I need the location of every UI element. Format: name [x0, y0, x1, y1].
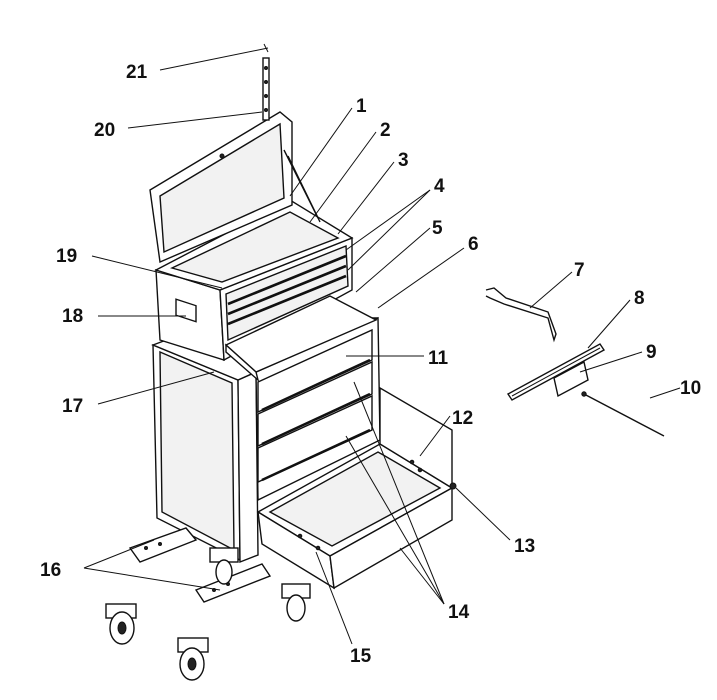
- callout-17: 17: [62, 396, 83, 417]
- open-bottom-drawer: [256, 386, 457, 590]
- callout-11: 11: [428, 348, 449, 369]
- casters: [105, 547, 311, 681]
- callout-5: 5: [432, 218, 443, 239]
- callout-10: 10: [680, 378, 701, 399]
- bracket-part: [485, 287, 557, 343]
- callout-15: 15: [350, 646, 372, 667]
- callout-21: 21: [126, 62, 148, 83]
- callout-13: 13: [514, 536, 535, 557]
- callout-16: 16: [40, 560, 61, 581]
- callout-1: 1: [356, 96, 367, 117]
- callout-4: 4: [434, 176, 445, 197]
- callout-6: 6: [468, 234, 479, 255]
- callout-7: 7: [574, 260, 585, 281]
- caster-front-left: [209, 547, 239, 585]
- caster-front-right: [281, 583, 311, 622]
- handle-bar-part: [262, 43, 270, 121]
- callout-20: 20: [94, 120, 115, 141]
- rod-part: [581, 391, 665, 437]
- slide-clip-part: [553, 360, 589, 398]
- callout-18: 18: [62, 306, 83, 327]
- leader-lines: [83, 47, 681, 645]
- callout-3: 3: [398, 150, 409, 171]
- caster-loose-2: [177, 637, 209, 681]
- callout-14: 14: [448, 602, 470, 623]
- top-chest: [149, 111, 378, 382]
- callout-2: 2: [380, 120, 391, 141]
- callout-19: 19: [56, 246, 77, 267]
- callout-12: 12: [452, 408, 473, 429]
- callout-9: 9: [646, 342, 657, 363]
- caster-loose-1: [105, 603, 137, 645]
- drawer-slide-part: [506, 343, 606, 401]
- callout-labels: 21 20 1 2 3 4 5 6 7 8 9 10 11 12 13 14 1…: [40, 62, 701, 667]
- callout-8: 8: [634, 288, 645, 309]
- cabinet-drawers: [257, 328, 373, 484]
